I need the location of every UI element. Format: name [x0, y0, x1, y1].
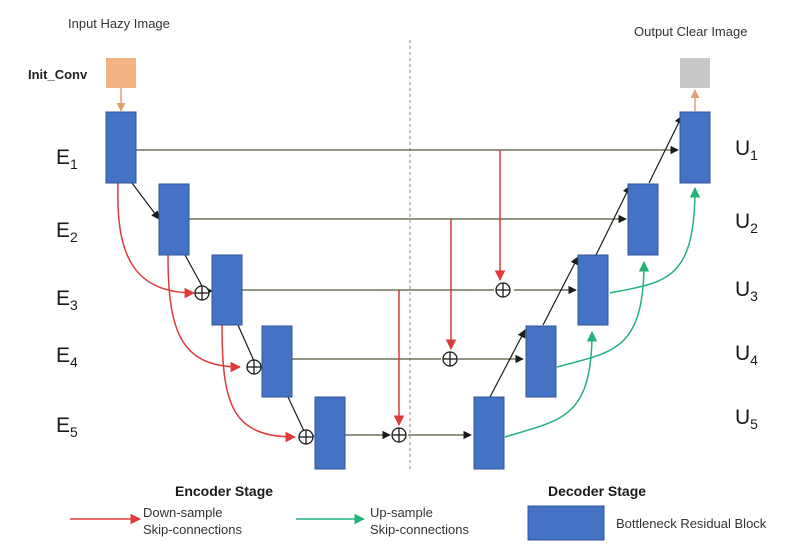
down-sample-curves: [117, 182, 297, 443]
block-u5: [473, 396, 505, 470]
legend: Down-sample Skip-connections Up-sample S…: [70, 505, 767, 541]
legend-up-sample-label-2: Skip-connections: [370, 522, 469, 537]
sum-nodes: [194, 282, 511, 445]
sum-node-u3: [495, 282, 511, 298]
input-title: Input Hazy Image: [68, 16, 170, 31]
block-e3: [211, 254, 243, 326]
block-u4: [525, 325, 557, 398]
sum-node-bottleneck: [391, 427, 407, 443]
flow-lines: [136, 145, 679, 440]
decoder-labels: U1 U2 U3 U4 U5: [735, 137, 758, 432]
legend-block-label: Bottleneck Residual Block: [616, 516, 767, 531]
output-block: [680, 58, 710, 88]
legend-block-swatch: [527, 505, 605, 541]
label-e4: E4: [56, 344, 78, 370]
sum-node-e4: [246, 359, 262, 375]
label-u5: U5: [735, 406, 758, 432]
label-e5: E5: [56, 414, 78, 440]
label-u2: U2: [735, 210, 758, 236]
block-e2: [158, 183, 190, 256]
init-conv-block: [106, 58, 136, 88]
up-sample-curves: [504, 186, 701, 438]
label-e3: E3: [56, 287, 78, 313]
label-u1: U1: [735, 137, 758, 163]
block-e1: [105, 111, 137, 184]
legend-down-sample-label-2: Skip-connections: [143, 522, 242, 537]
block-e5: [314, 396, 346, 470]
block-u3: [577, 254, 609, 326]
encoder-blocks: [105, 111, 346, 470]
encoder-labels: E1 E2 E3 E4 E5: [56, 146, 78, 440]
init-conv-label: Init_Conv: [28, 67, 88, 82]
decoder-blocks: [473, 111, 711, 470]
block-u1: [679, 111, 711, 184]
label-e2: E2: [56, 219, 78, 245]
sum-node-e5: [298, 429, 314, 445]
sum-node-e3: [194, 285, 210, 301]
legend-up-sample-label-1: Up-sample: [370, 505, 433, 520]
output-title: Output Clear Image: [634, 24, 747, 39]
encoder-stage-label: Encoder Stage: [175, 483, 273, 499]
block-e4: [261, 325, 293, 398]
legend-down-sample-label-1: Down-sample: [143, 505, 222, 520]
sum-node-u4: [442, 351, 458, 367]
label-u4: U4: [735, 342, 758, 368]
block-u2: [627, 183, 659, 256]
down-sample-verticals: [393, 150, 506, 427]
label-e1: E1: [56, 146, 78, 172]
decoder-connections: [489, 115, 683, 398]
decoder-stage-label: Decoder Stage: [548, 483, 646, 499]
label-u3: U3: [735, 278, 758, 304]
